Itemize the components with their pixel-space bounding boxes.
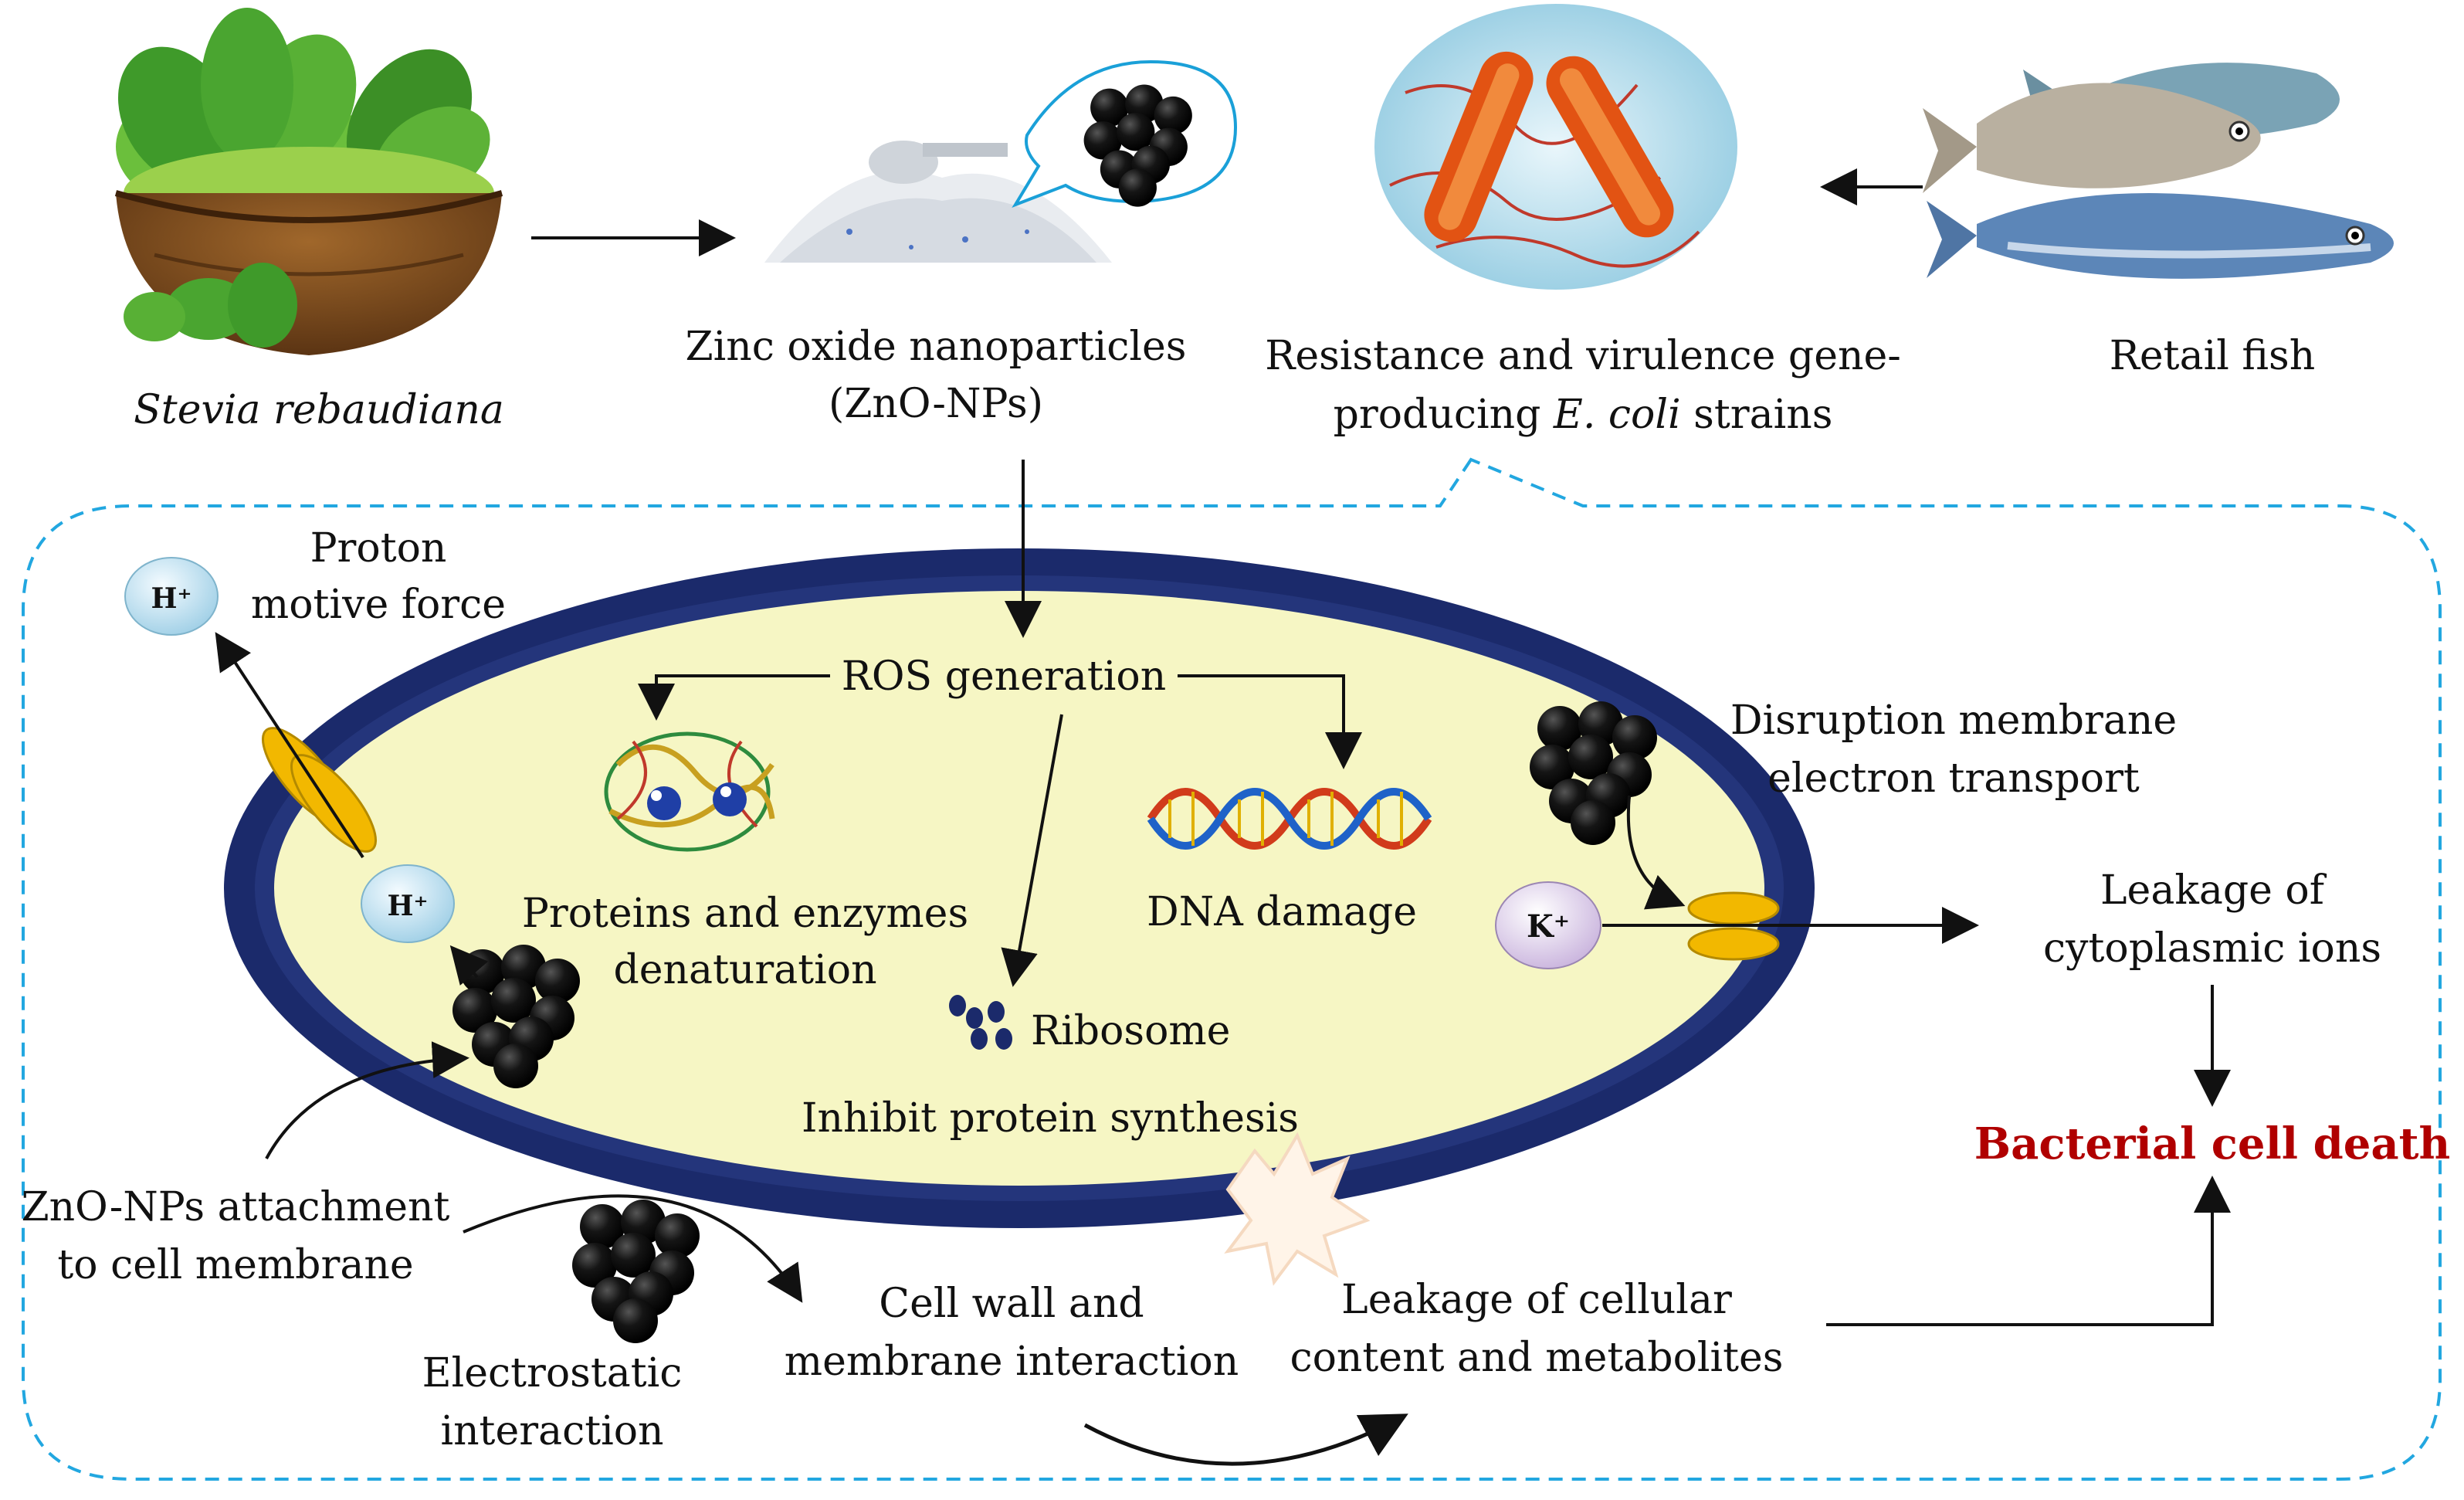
arrow-attachment-to-cluster	[265, 1041, 469, 1159]
ribosome-icon	[949, 995, 1012, 1050]
arrow-wall-to-leakage	[1083, 1413, 1408, 1466]
arrow-proton-out	[215, 632, 364, 859]
resistance-label-line1: Resistance and virulence gene-	[1265, 333, 1901, 379]
cell-wall-label-line2: membrane interaction	[785, 1339, 1239, 1385]
ribosome-label: Ribosome	[1031, 1008, 1230, 1054]
zno-label-line1: Zinc oxide nanoparticles	[686, 324, 1187, 370]
k-plus-label: K⁺	[1527, 908, 1570, 945]
disruption-label-line1: Disruption membrane	[1730, 697, 2177, 744]
bacterial-cell-death-label: Bacterial cell death	[1974, 1118, 2450, 1169]
proteins-label-line1: Proteins and enzymes	[522, 891, 968, 937]
retail-fish-label: Retail fish	[2110, 333, 2315, 379]
dna-helix-illustration	[1147, 788, 1432, 850]
attachment-label-line2: to cell membrane	[57, 1242, 413, 1288]
arrow-cluster-to-h	[449, 945, 489, 986]
ecoli-bacteria-illustration	[1374, 4, 1737, 290]
leakage-cellular-label-line2: content and metabolites	[1290, 1335, 1783, 1381]
attachment-label-line1: ZnO-NPs attachment	[22, 1184, 450, 1230]
proton-label-line2: motive force	[251, 582, 506, 628]
protein-structure-illustration	[604, 731, 775, 852]
stevia-label: Stevia rebaudiana	[134, 387, 504, 433]
resistance-label-line2: producing E. coli strains	[1334, 392, 1833, 438]
h-plus-ion-outside: H⁺	[124, 557, 219, 636]
h-plus-inside-label: H⁺	[387, 890, 428, 922]
electrostatic-label-line2: interaction	[440, 1408, 663, 1454]
arrow-ros-to-proteins	[638, 674, 830, 721]
arrow-ros-to-ribosome	[1001, 714, 1063, 987]
arrow-attachment-to-wall	[463, 1194, 803, 1303]
bacterial-cell	[224, 548, 1815, 1228]
disruption-label-line2: electron transport	[1768, 755, 2140, 802]
zno-label-line2: (ZnO-NPs)	[829, 381, 1043, 427]
zno-powder-illustration	[764, 59, 1238, 263]
membrane-rupture-burst	[1224, 1132, 1371, 1286]
leakage-ions-label-line1: Leakage of	[2100, 867, 2327, 914]
leakage-ions-label-line2: cytoplasmic ions	[2043, 925, 2381, 972]
leakage-cellular-label-line1: Leakage of cellular	[1341, 1277, 1732, 1323]
callout-border	[22, 457, 2442, 1481]
arrow-cluster-to-channel	[1626, 795, 1686, 910]
h-plus-outside-label: H⁺	[151, 582, 191, 615]
proteins-label-line2: denaturation	[613, 947, 876, 993]
potassium-channel	[1687, 891, 1780, 961]
h-plus-ion-inside: H⁺	[361, 864, 455, 943]
ros-generation-label: ROS generation	[842, 653, 1166, 700]
k-plus-ion: K⁺	[1495, 881, 1601, 969]
inhibit-synthesis-label: Inhibit protein synthesis	[802, 1095, 1299, 1142]
cell-wall-label-line1: Cell wall and	[879, 1281, 1144, 1327]
dna-damage-label: DNA damage	[1147, 889, 1417, 935]
zno-cluster-outside	[572, 1200, 700, 1343]
retail-fish-illustration	[1923, 63, 2394, 279]
arrow-ros-to-dna	[1178, 674, 1362, 769]
electrostatic-label-line1: Electrostatic	[422, 1350, 683, 1396]
proton-label-line1: Proton	[310, 525, 447, 572]
arrow-cellular-to-death	[1826, 1176, 2231, 1326]
stevia-bowl-illustration	[114, 8, 503, 355]
